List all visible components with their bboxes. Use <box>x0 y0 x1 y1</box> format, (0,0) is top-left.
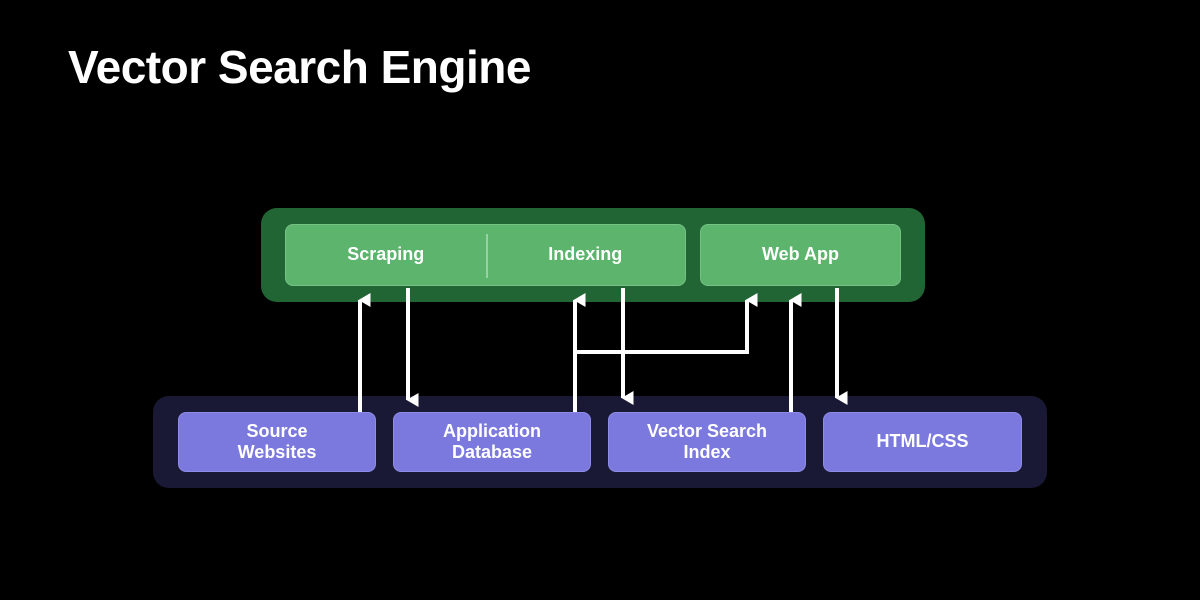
node-html-css[interactable]: HTML/CSS <box>823 412 1022 472</box>
node-indexing-label: Indexing <box>548 244 623 265</box>
node-vector-search-index-label: Vector Search Index <box>647 421 767 463</box>
label-line-1: Vector Search <box>646 420 768 441</box>
node-indexing[interactable]: Indexing <box>486 225 686 285</box>
label-line-1: Source <box>246 420 308 441</box>
page-title: Vector Search Engine <box>68 41 531 93</box>
node-scraping[interactable]: Scraping <box>286 225 486 285</box>
label-line-2: Websites <box>237 442 317 462</box>
node-web-app[interactable]: Web App <box>700 224 901 286</box>
node-source-websites[interactable]: Source Websites <box>178 412 376 472</box>
node-vector-search-index[interactable]: Vector Search Index <box>608 412 806 472</box>
node-scraping-indexing[interactable]: Scraping Indexing <box>285 224 686 286</box>
connector-vector-search-index-to-web-app-elbow <box>576 293 758 354</box>
node-application-database[interactable]: Application Database <box>393 412 591 472</box>
node-source-websites-label: Source Websites <box>238 421 317 463</box>
label-line-2: Database <box>451 442 533 462</box>
node-web-app-label: Web App <box>762 244 839 265</box>
node-application-database-label: Application Database <box>443 421 541 463</box>
node-scraping-label: Scraping <box>347 244 425 265</box>
label-line-2: Index <box>683 442 731 462</box>
node-divider <box>486 234 488 278</box>
label-line-1: Application <box>443 420 541 441</box>
node-html-css-label: HTML/CSS <box>876 431 969 452</box>
